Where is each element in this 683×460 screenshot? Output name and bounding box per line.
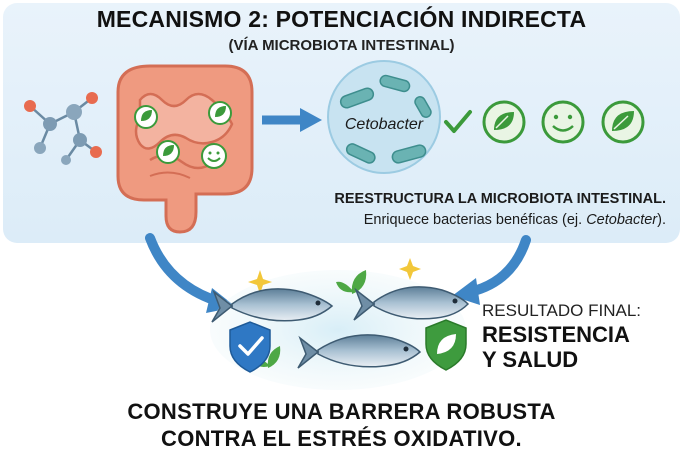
action-text-suffix: ).: [657, 212, 666, 228]
microbiota-circle: [327, 60, 441, 174]
action-text-prefix: Enriquece bacterias benéficas (ej.: [363, 212, 587, 228]
smiley-icon: [541, 100, 585, 144]
shield-check-icon: [229, 321, 271, 373]
shield-leaf-icon: [425, 319, 467, 371]
leaf-icon: [482, 100, 526, 144]
page-subtitle: (VÍA MICROBIOTA INTESTINAL): [228, 37, 455, 54]
leaf-icon: [134, 105, 158, 129]
fish-icon: [353, 286, 470, 321]
result-label: RESULTADO FINAL:: [482, 301, 642, 320]
intestine-icon: [116, 64, 254, 234]
result-line-1: RESISTENCIA: [482, 322, 630, 347]
microbiota-action-title: REESTRUCTURA LA MICROBIOTA INTESTINAL.: [334, 191, 666, 207]
leaf-icon: [156, 140, 180, 164]
microbiota-action-text: Enriquece bacterias benéficas (ej. Cetob…: [246, 212, 666, 228]
check-icon: [444, 110, 472, 133]
footer-line-1: CONSTRUYE UNA BARRERA ROBUSTA: [127, 399, 556, 424]
leaf-icon: [208, 101, 232, 125]
sparkle-icon: [248, 258, 421, 294]
fish-icon: [211, 288, 334, 323]
arrow-right-down: [452, 235, 531, 305]
page-title: MECANISMO 2: POTENCIACIÓN INDIRECTA: [96, 6, 587, 32]
bacteria-name-label: Cetobacter: [345, 116, 424, 133]
footer-line-2: CONTRA EL ESTRÉS OXIDATIVO.: [161, 426, 522, 451]
molecule-icon: [24, 92, 102, 165]
result-line-2: Y SALUD: [482, 347, 579, 372]
arrow-to-microbiota: [262, 108, 322, 132]
smiley-icon: [201, 143, 227, 169]
action-text-species: Cetobacter: [586, 212, 658, 228]
leaf-icon: [601, 100, 645, 144]
result-main: RESISTENCIA Y SALUD: [482, 322, 672, 372]
footer-statement: CONSTRUYE UNA BARRERA ROBUSTA CONTRA EL …: [0, 398, 683, 452]
fish-icon: [297, 334, 422, 369]
